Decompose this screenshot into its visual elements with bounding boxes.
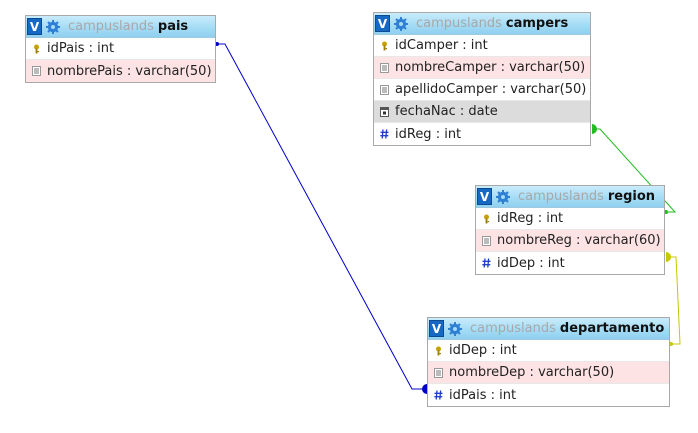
relation-campers-region[interactable] <box>592 124 677 214</box>
column-row[interactable]: nombreDep : varchar(50) <box>428 362 669 384</box>
primary-key-icon <box>34 44 39 53</box>
column-label: nombrePais : varchar(50) <box>47 63 212 79</box>
number-field-icon <box>434 390 443 400</box>
gear-icon[interactable] <box>496 189 510 204</box>
primary-key-icon <box>436 346 441 355</box>
relation-end-region-dep <box>666 252 671 262</box>
column-row[interactable]: idReg : int <box>476 208 664 230</box>
column-row[interactable]: nombreCamper : varchar(50) <box>374 57 590 79</box>
column-label: fechaNac : date <box>395 104 498 119</box>
column-row[interactable]: idPais : int <box>428 384 669 406</box>
text-field-icon <box>380 84 389 95</box>
relation-end-pais <box>215 42 219 46</box>
table-header-campers[interactable]: V campuslands campers <box>374 13 590 35</box>
table-header-departamento[interactable]: V campuslands departamento <box>428 318 669 340</box>
gear-icon[interactable] <box>448 321 462 336</box>
relation-end-departamento <box>422 384 427 394</box>
text-field-icon <box>380 62 389 73</box>
column-label: idReg : int <box>497 211 564 226</box>
column-row[interactable]: idDep : int <box>428 340 669 362</box>
table-name: campers <box>505 16 569 31</box>
number-field-icon <box>380 129 389 139</box>
column-row[interactable]: idPais : int <box>26 38 215 60</box>
table-header-region[interactable]: V campuslands region <box>476 186 664 208</box>
column-label: apellidoCamper : varchar(50) <box>395 82 587 97</box>
gear-icon[interactable] <box>394 16 408 31</box>
text-field-icon <box>32 66 41 76</box>
column-row[interactable]: idCamper : int <box>374 35 590 57</box>
column-row[interactable]: apellidoCamper : varchar(50) <box>374 79 590 101</box>
date-field-icon <box>380 106 389 117</box>
column-label: idDep : int <box>497 255 565 271</box>
column-label: idCamper : int <box>395 38 488 53</box>
column-row[interactable]: nombrePais : varchar(50) <box>26 60 215 82</box>
column-row[interactable]: fechaNac : date <box>374 101 590 123</box>
database-name: campuslands <box>68 19 154 34</box>
column-row[interactable]: nombreReg : varchar(60) <box>476 230 664 252</box>
table-departamento[interactable]: V campuslands departamento idDep : int n… <box>427 317 670 407</box>
relation-region-departamento[interactable] <box>666 252 681 346</box>
table-name: region <box>607 189 656 204</box>
column-label: nombreReg : varchar(60) <box>497 233 661 248</box>
relation-pais-departamento[interactable] <box>215 42 427 394</box>
database-name: campuslands <box>416 16 502 31</box>
gear-icon[interactable] <box>46 19 60 34</box>
collapse-toggle-button[interactable]: V <box>477 188 492 205</box>
number-field-icon <box>482 258 491 268</box>
column-row[interactable]: idReg : int <box>374 123 590 145</box>
column-label: idPais : int <box>47 41 115 56</box>
primary-key-icon <box>484 214 489 223</box>
table-name: departamento <box>559 321 665 336</box>
text-field-icon <box>482 235 491 246</box>
text-field-icon <box>434 367 443 378</box>
database-name: campuslands <box>518 189 604 204</box>
collapse-toggle-button[interactable]: V <box>27 18 42 35</box>
collapse-toggle-button[interactable]: V <box>429 320 444 337</box>
collapse-toggle-button[interactable]: V <box>375 15 390 32</box>
table-header-pais[interactable]: V campuslands pais <box>26 16 215 38</box>
primary-key-icon <box>382 41 387 50</box>
column-label: idDep : int <box>449 343 517 358</box>
table-region[interactable]: V campuslands region idReg : int nombreR… <box>475 185 665 275</box>
relation-end-region <box>664 210 668 214</box>
column-label: idReg : int <box>395 126 462 142</box>
column-label: nombreDep : varchar(50) <box>449 365 615 380</box>
database-name: campuslands <box>470 321 556 336</box>
column-label: nombreCamper : varchar(50) <box>395 60 586 75</box>
table-campers[interactable]: V campuslands campers idCamper : int nom… <box>373 12 591 146</box>
relation-line-pais-departamento <box>217 43 427 390</box>
table-name: pais <box>157 19 189 34</box>
column-row[interactable]: idDep : int <box>476 252 664 274</box>
relation-end-campers <box>592 124 597 134</box>
column-label: idPais : int <box>449 387 517 403</box>
relation-end-departamento-dep <box>669 342 673 346</box>
table-pais[interactable]: V campuslands pais idPais : int nombrePa… <box>25 15 216 83</box>
